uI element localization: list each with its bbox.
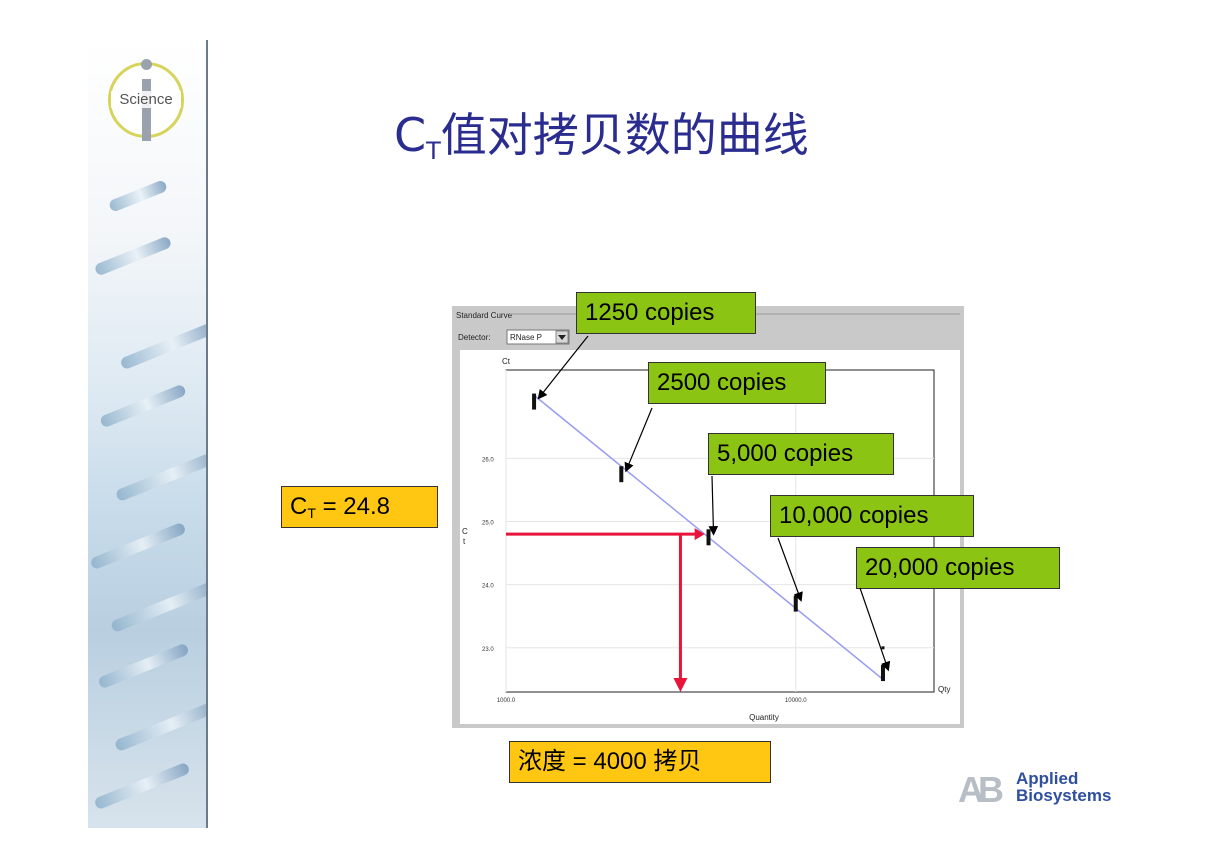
concentration-box: 浓度 = 4000 拷贝: [509, 741, 771, 783]
chevron-down-icon[interactable]: [555, 330, 569, 344]
callout-point-4: 10,000 copies: [770, 495, 974, 537]
ct-horizontal-arrowhead: [694, 528, 705, 541]
callout-arrow-layer: [537, 335, 891, 672]
x-tick-label-1: 10000.0: [785, 698, 807, 704]
y-tick-label-0: 26.0: [482, 457, 494, 463]
outlier-point: [881, 646, 885, 650]
decorative-side-strip: [88, 40, 206, 828]
callout-point-1: 1250 copies: [576, 292, 756, 334]
title-rest: 值对拷贝数的曲线: [440, 108, 809, 162]
y-axis-top-label: Ct: [502, 357, 511, 366]
ct-sub: T: [307, 505, 316, 521]
brand-line-2: Biosystems: [1016, 786, 1112, 805]
y-tick-label-2: 24.0: [482, 584, 494, 590]
y-axis-side-label-c: C: [462, 527, 468, 536]
detector-label: Detector:: [458, 333, 490, 342]
side-divider: [206, 40, 208, 828]
tick-labels: 26.0 25.0 24.0 23.0 1000.0 10000.0: [482, 457, 807, 704]
ab-mark: AB: [958, 769, 1004, 810]
ct-prefix: C: [290, 493, 308, 520]
data-point-5: [880, 665, 885, 682]
title-sub: T: [426, 137, 441, 165]
logo-dot: [141, 59, 152, 70]
applied-biosystems-logo: AB Applied Biosystems: [958, 770, 1128, 808]
data-point-2: [619, 466, 624, 483]
data-point-1: [532, 393, 537, 410]
ct-value-box: CT = 24.8: [281, 486, 438, 528]
detector-value: RNase P: [510, 333, 542, 342]
y-tick-label-1: 25.0: [482, 521, 494, 527]
callout-point-2: 2500 copies: [648, 362, 826, 404]
callout-arrow-2: [624, 407, 653, 473]
data-points: [532, 393, 885, 682]
data-point-3: [706, 529, 711, 546]
y-axis-side-label-t: t: [463, 537, 466, 546]
panel-title: Standard Curve: [456, 311, 513, 320]
callout-arrow-4: [777, 537, 803, 602]
x-axis-label: Quantity: [749, 713, 779, 722]
brand-line-1: Applied: [1016, 769, 1079, 788]
concentration-vertical-arrowhead: [673, 678, 688, 692]
y-tick-label-3: 23.0: [482, 647, 494, 653]
logo-word: Science: [111, 91, 181, 108]
title-c: C: [394, 108, 427, 162]
callout-arrow-1: [537, 335, 589, 400]
logo-bar: [142, 79, 151, 141]
brand-name: Applied Biosystems: [1016, 770, 1111, 804]
ct-annotation: [506, 528, 705, 692]
x-tick-label-0: 1000.0: [497, 698, 516, 704]
callout-point-5: 20,000 copies: [856, 547, 1060, 589]
callout-arrow-3: [708, 475, 719, 536]
callout-point-3: 5,000 copies: [708, 433, 894, 475]
ct-rest: = 24.8: [315, 493, 390, 520]
x-axis-right-label: Qty: [938, 685, 950, 694]
data-point-4: [793, 595, 798, 612]
science-logo: Science: [108, 59, 184, 141]
detector-select[interactable]: [506, 329, 570, 345]
callout-arrow-5: [859, 587, 891, 672]
page-title: CT值对拷贝数的曲线: [394, 100, 809, 170]
